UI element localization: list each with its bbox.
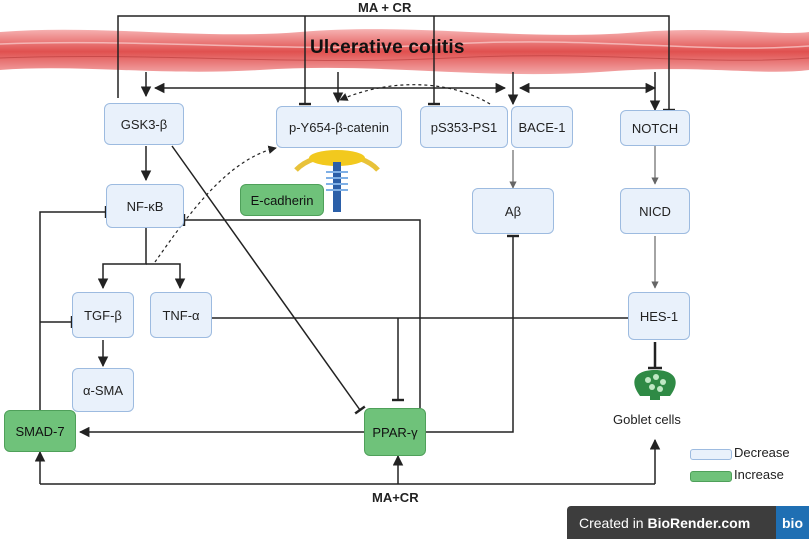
node-ecadherin: E-cadherin <box>240 184 324 216</box>
node-smad7: SMAD-7 <box>4 410 76 452</box>
node-nfkb: NF-κB <box>106 184 184 228</box>
biorender-logo: bio <box>776 506 809 539</box>
watermark-brand: BioRender.com <box>647 514 751 531</box>
node-asma: α-SMA <box>72 368 134 412</box>
node-abeta: Aβ <box>472 188 554 234</box>
legend-increase-swatch <box>690 471 732 482</box>
node-tgfb: TGF-β <box>72 292 134 338</box>
node-notch: NOTCH <box>620 110 690 146</box>
node-gsk3b: GSK3-β <box>104 103 184 145</box>
node-bace1: BACE-1 <box>511 106 573 148</box>
colitis-band <box>0 29 809 75</box>
legend-decrease-label: Decrease <box>734 445 790 460</box>
node-py654-beta-catenin: p-Y654-β-catenin <box>276 106 402 148</box>
watermark-text: Created in BioRender.com <box>579 515 750 531</box>
watermark-prefix: Created in <box>579 514 648 531</box>
node-ps353-ps1: pS353-PS1 <box>420 106 508 148</box>
legend-decrease-swatch <box>690 449 732 460</box>
goblet-cell-glyph <box>634 370 676 400</box>
node-hes1: HES-1 <box>628 292 690 340</box>
node-tnfa: TNF-α <box>150 292 212 338</box>
bottom-treatment-label: MA+CR <box>372 490 419 505</box>
legend-increase-label: Increase <box>734 467 784 482</box>
node-pparg: PPAR-γ <box>364 408 426 456</box>
e-cadherin-glyph <box>294 150 380 212</box>
biorender-watermark: Created in BioRender.com bio <box>567 506 809 539</box>
node-nicd: NICD <box>620 188 690 234</box>
band-title: Ulcerative colitis <box>310 37 465 58</box>
goblet-cells-label: Goblet cells <box>613 412 681 427</box>
top-treatment-label: MA + CR <box>358 0 412 15</box>
